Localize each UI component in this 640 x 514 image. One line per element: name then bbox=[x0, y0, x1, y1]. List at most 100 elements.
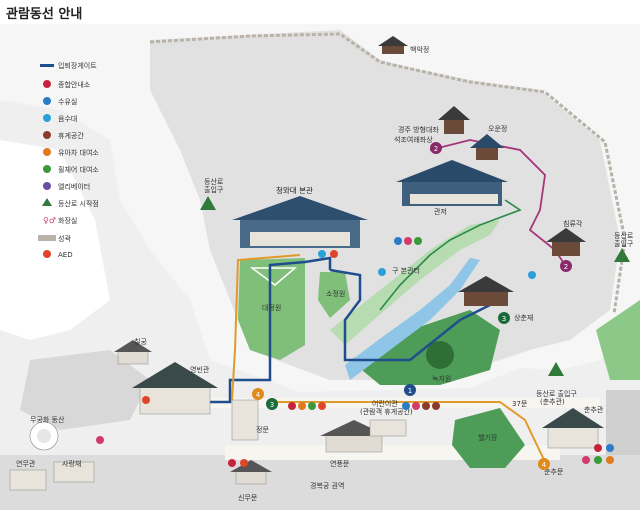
wheelchair-icon bbox=[43, 165, 51, 173]
sochunwon-garden bbox=[318, 272, 350, 318]
page-title: 관람동선 안내 bbox=[6, 7, 83, 22]
fortress-wall bbox=[149, 32, 627, 315]
legend-item: 휴게공간 bbox=[58, 131, 84, 140]
route-marker[interactable]: 1 bbox=[404, 384, 416, 396]
legend-item: 입퇴장게이트 bbox=[58, 61, 97, 70]
route-marker[interactable]: 2 bbox=[430, 142, 442, 154]
route-blue-2 bbox=[329, 268, 501, 362]
label-chunchugwan: 춘추관 bbox=[584, 405, 604, 414]
nokjiwon-tree bbox=[426, 341, 454, 369]
label-gwanjeo: 관저 bbox=[434, 207, 447, 216]
stream bbox=[345, 258, 480, 380]
nursing-room-icon bbox=[394, 237, 402, 245]
sinmumun-gate[interactable] bbox=[230, 460, 272, 485]
yeongbingwan-building[interactable] bbox=[132, 362, 218, 415]
nursing-room-icon bbox=[43, 97, 51, 105]
legend-item: 종합안내소 bbox=[58, 80, 91, 89]
label-sochunwon: 소정원 bbox=[326, 289, 345, 298]
cheongwadae-bongwan-building[interactable] bbox=[232, 196, 368, 248]
gwanjeo-building[interactable] bbox=[396, 160, 508, 206]
gate-line-icon bbox=[40, 64, 54, 67]
right-green-strip bbox=[596, 300, 640, 380]
label-hiking-right-2: 출입구 bbox=[614, 239, 634, 248]
restroom-icon bbox=[404, 237, 412, 245]
stroller-icon bbox=[298, 402, 306, 410]
wheelchair-icon bbox=[414, 237, 422, 245]
baegakjeong-pavilion[interactable] bbox=[378, 36, 408, 54]
aed-icon bbox=[142, 396, 150, 404]
jeongmun-gate[interactable] bbox=[231, 399, 259, 441]
chunchugwan-building[interactable] bbox=[542, 408, 604, 449]
label-sangchunjae: 상춘재 bbox=[514, 313, 533, 322]
yeonmungwan-building[interactable] bbox=[9, 469, 47, 491]
sarangchae-building[interactable] bbox=[53, 461, 95, 483]
label-chunchumun: 춘추문 bbox=[544, 467, 564, 476]
restroom-icon bbox=[582, 456, 590, 464]
tour-route-map: 백악정 경주 방형대좌 석조여래좌상 오운정 관저 침류각 청와대 본관 등산로… bbox=[0, 24, 640, 510]
svg-text:3: 3 bbox=[270, 401, 274, 409]
trailhead-icon bbox=[548, 362, 564, 376]
label-yeonpungmun: 연풍문 bbox=[330, 460, 350, 468]
label-gyeongbokgung: 경복궁 권역 bbox=[310, 481, 344, 490]
wheelchair-icon bbox=[308, 402, 316, 410]
label-baegakjeong: 백악정 bbox=[410, 45, 429, 54]
rest-area-icon bbox=[432, 402, 440, 410]
map-canvas: 백악정 경주 방형대좌 석조여래좌상 오운정 관저 침류각 청와대 본관 등산로… bbox=[0, 24, 640, 510]
trailhead-icon bbox=[200, 196, 216, 210]
label-sinmumun: 신무문 bbox=[238, 493, 258, 502]
svg-text:2: 2 bbox=[434, 145, 438, 153]
rest-area-icon bbox=[422, 402, 430, 410]
aed-icon bbox=[43, 250, 51, 258]
route-orange bbox=[231, 254, 301, 401]
aed-icon bbox=[318, 402, 326, 410]
route-marker[interactable]: 4 bbox=[252, 388, 264, 400]
water-fountain-icon bbox=[378, 268, 386, 276]
eojingwan-building[interactable] bbox=[369, 419, 407, 437]
legend-item: 유아차 대여소 bbox=[58, 148, 99, 157]
sangchunjae-building[interactable] bbox=[458, 276, 514, 306]
helipad-lawn bbox=[452, 408, 525, 468]
label-hiking-left-2: 출입구 bbox=[204, 185, 224, 194]
route-marker[interactable]: 4 bbox=[538, 458, 550, 470]
label-chimnyugak: 침류각 bbox=[563, 220, 583, 228]
label-gyeongju: 경주 방형대좌 bbox=[398, 125, 439, 134]
gyeongju-statue-pavilion[interactable] bbox=[438, 106, 470, 134]
route-marker[interactable]: 3 bbox=[498, 312, 510, 324]
trailhead-icon bbox=[614, 248, 630, 262]
svg-text:3: 3 bbox=[502, 315, 506, 323]
route-marker[interactable]: 2 bbox=[560, 260, 572, 272]
chilgung-building[interactable] bbox=[114, 340, 152, 365]
trailhead-icon bbox=[42, 198, 52, 206]
chimnyugak-building[interactable] bbox=[546, 228, 586, 256]
map-legend: 입퇴장게이트 종합안내소 수유실 음수대 휴게공간 유아차 대여소 휠체어 대여… bbox=[38, 61, 99, 259]
label-seokjo: 석조여래좌상 bbox=[394, 135, 433, 144]
legend-item: 엘리베이터 bbox=[58, 182, 90, 191]
legend-item: AED bbox=[58, 251, 73, 259]
legend-item: 음수대 bbox=[58, 115, 77, 123]
owunjeong-pavilion[interactable] bbox=[470, 134, 504, 160]
legend-item: 수유실 bbox=[58, 97, 77, 106]
aed-icon bbox=[240, 459, 248, 467]
stream-bank bbox=[330, 220, 500, 345]
svg-text:4: 4 bbox=[256, 391, 261, 399]
lawn-marking bbox=[249, 267, 298, 286]
svg-text:4: 4 bbox=[542, 461, 547, 469]
water-fountain-icon bbox=[43, 114, 51, 122]
water-fountain-icon bbox=[318, 250, 326, 258]
label-hiking-bottom-2: (춘추관) bbox=[540, 397, 565, 406]
label-eojingwan-1: 어린이관 bbox=[372, 399, 398, 408]
info-icon bbox=[288, 402, 296, 410]
legend-item: 화장실 bbox=[58, 216, 77, 225]
info-icon bbox=[594, 444, 602, 452]
label-daejeongwon: 대정원 bbox=[262, 303, 281, 312]
route-marker[interactable]: 3 bbox=[266, 398, 278, 410]
route-orange-2 bbox=[270, 401, 546, 463]
wheelchair-icon bbox=[594, 456, 602, 464]
info-icon bbox=[43, 80, 51, 88]
legend-item: 등산로 시작점 bbox=[58, 199, 99, 208]
label-yeongbingwan: 영빈관 bbox=[190, 365, 210, 374]
restroom-icon: ♀♂ bbox=[43, 216, 56, 225]
label-gu-bongwanteo: 구 본관터 bbox=[392, 266, 420, 275]
label-nokjiwon: 녹지원 bbox=[432, 374, 451, 383]
daejeongwon-lawn bbox=[238, 258, 305, 360]
